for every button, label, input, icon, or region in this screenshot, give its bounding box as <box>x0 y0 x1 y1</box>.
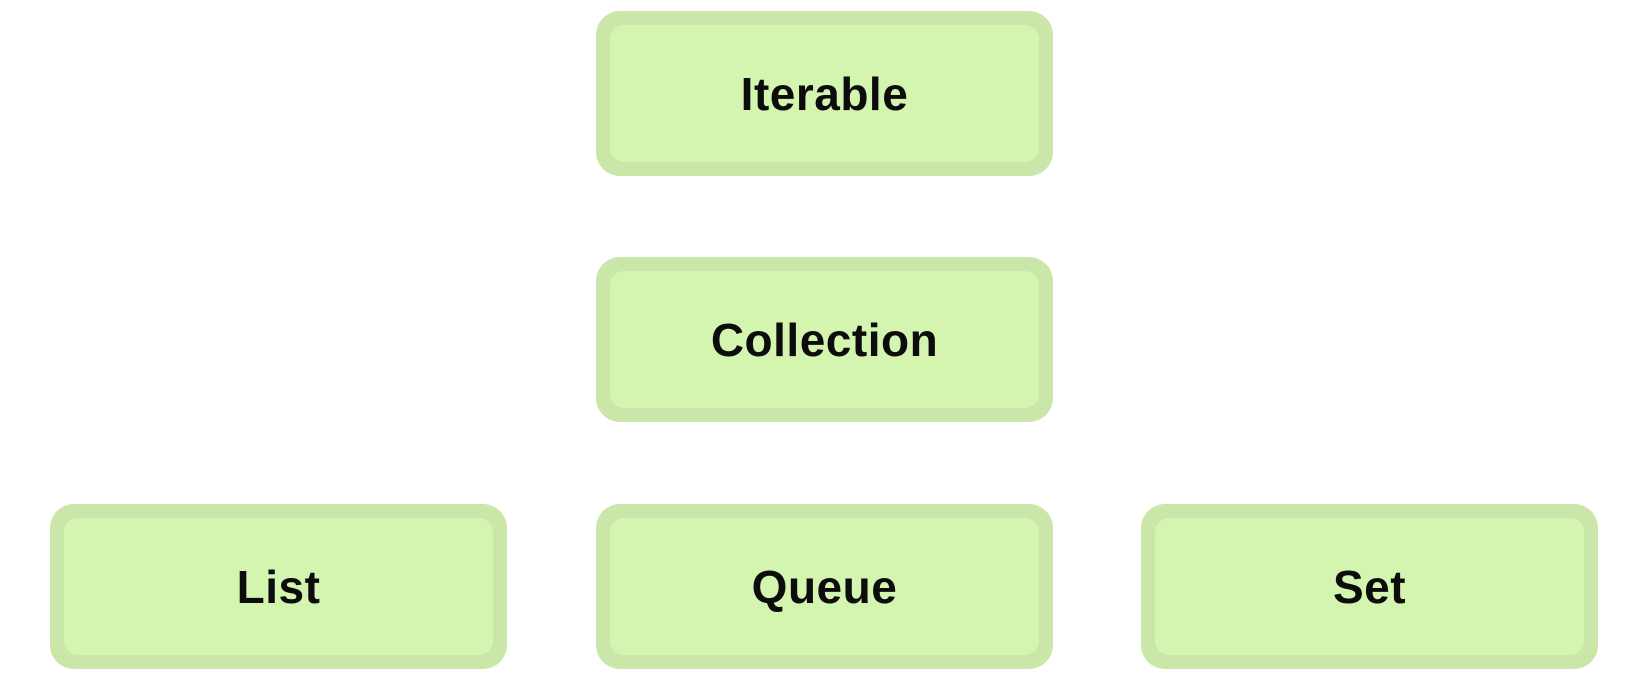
node-collection-label: Collection <box>610 271 1039 408</box>
node-iterable: Iterable <box>596 11 1053 176</box>
node-queue-label: Queue <box>610 518 1039 655</box>
node-set-label: Set <box>1155 518 1584 655</box>
node-queue: Queue <box>596 504 1053 669</box>
node-iterable-label: Iterable <box>610 25 1039 162</box>
node-collection: Collection <box>596 257 1053 422</box>
node-list: List <box>50 504 507 669</box>
node-list-label: List <box>64 518 493 655</box>
node-set: Set <box>1141 504 1598 669</box>
